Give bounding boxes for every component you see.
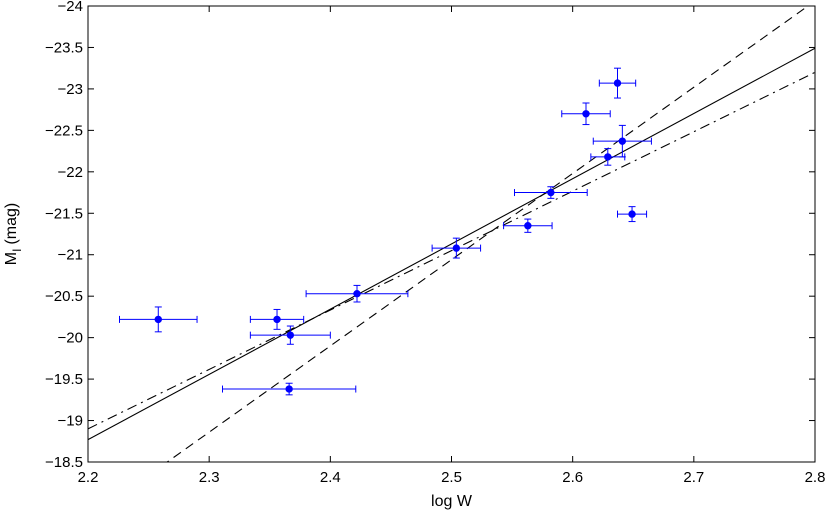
data-point — [431, 237, 482, 259]
fit-line-dashdot — [88, 71, 815, 430]
data-point — [503, 218, 553, 233]
x-tick-label: 2.3 — [199, 469, 220, 486]
y-axis-label: MI(mag) — [3, 203, 24, 265]
x-tick-label: 2.8 — [805, 469, 826, 486]
y-tick-label: −22.5 — [45, 122, 83, 139]
x-tick-label: 2.5 — [441, 469, 462, 486]
point-marker — [613, 79, 622, 87]
data-point — [592, 124, 652, 158]
y-tick-label: −20.5 — [45, 288, 83, 305]
point-marker — [628, 210, 636, 218]
point-marker — [452, 244, 461, 252]
x-tick-label: 2.7 — [683, 469, 704, 486]
y-tick-label: −19.5 — [45, 371, 83, 388]
fit-line-dashed — [166, 6, 809, 462]
y-tick-label: −23.5 — [45, 39, 83, 56]
data-point — [305, 284, 409, 303]
fit-line-solid — [88, 47, 815, 441]
point-marker — [273, 315, 281, 324]
data-point — [561, 102, 611, 126]
data-point — [119, 306, 198, 333]
data-point — [514, 186, 588, 199]
y-tick-label: −22 — [58, 164, 83, 181]
fit-lines — [88, 6, 815, 462]
point-marker — [353, 289, 361, 298]
y-tick-label: −18.5 — [45, 454, 83, 471]
x-tick-label: 2.6 — [562, 469, 583, 486]
axis-ticks: 2.2 2.3 2.4 2.5 2.6 2.7 2.8 −18.5 −19 −19.5 −20 −20… — [45, 0, 825, 486]
point-marker — [582, 110, 590, 118]
data-point — [598, 67, 637, 99]
y-tick-label: −20 — [58, 330, 83, 347]
y-tick-label: −23 — [58, 81, 83, 98]
point-marker — [524, 222, 532, 230]
x-axis-label: log W — [431, 493, 473, 510]
x-tick-label: 2.4 — [320, 469, 341, 486]
point-marker — [547, 188, 555, 197]
data-point — [221, 382, 357, 396]
x-tick-label: 2.2 — [78, 469, 99, 486]
y-tick-label: −21.5 — [45, 205, 83, 222]
point-marker — [618, 137, 627, 145]
y-tick-label: −19 — [58, 413, 83, 430]
data-point — [616, 206, 648, 223]
data-point — [590, 148, 626, 166]
point-marker — [286, 331, 295, 339]
y-tick-label: −21 — [58, 247, 83, 264]
y-tick-label: −24 — [58, 0, 83, 15]
point-marker — [285, 385, 293, 393]
data-point — [249, 308, 305, 330]
data-point — [249, 325, 331, 345]
plot-frame — [87, 5, 816, 463]
point-marker — [604, 153, 612, 161]
point-marker — [154, 315, 162, 324]
data-points — [119, 67, 652, 396]
